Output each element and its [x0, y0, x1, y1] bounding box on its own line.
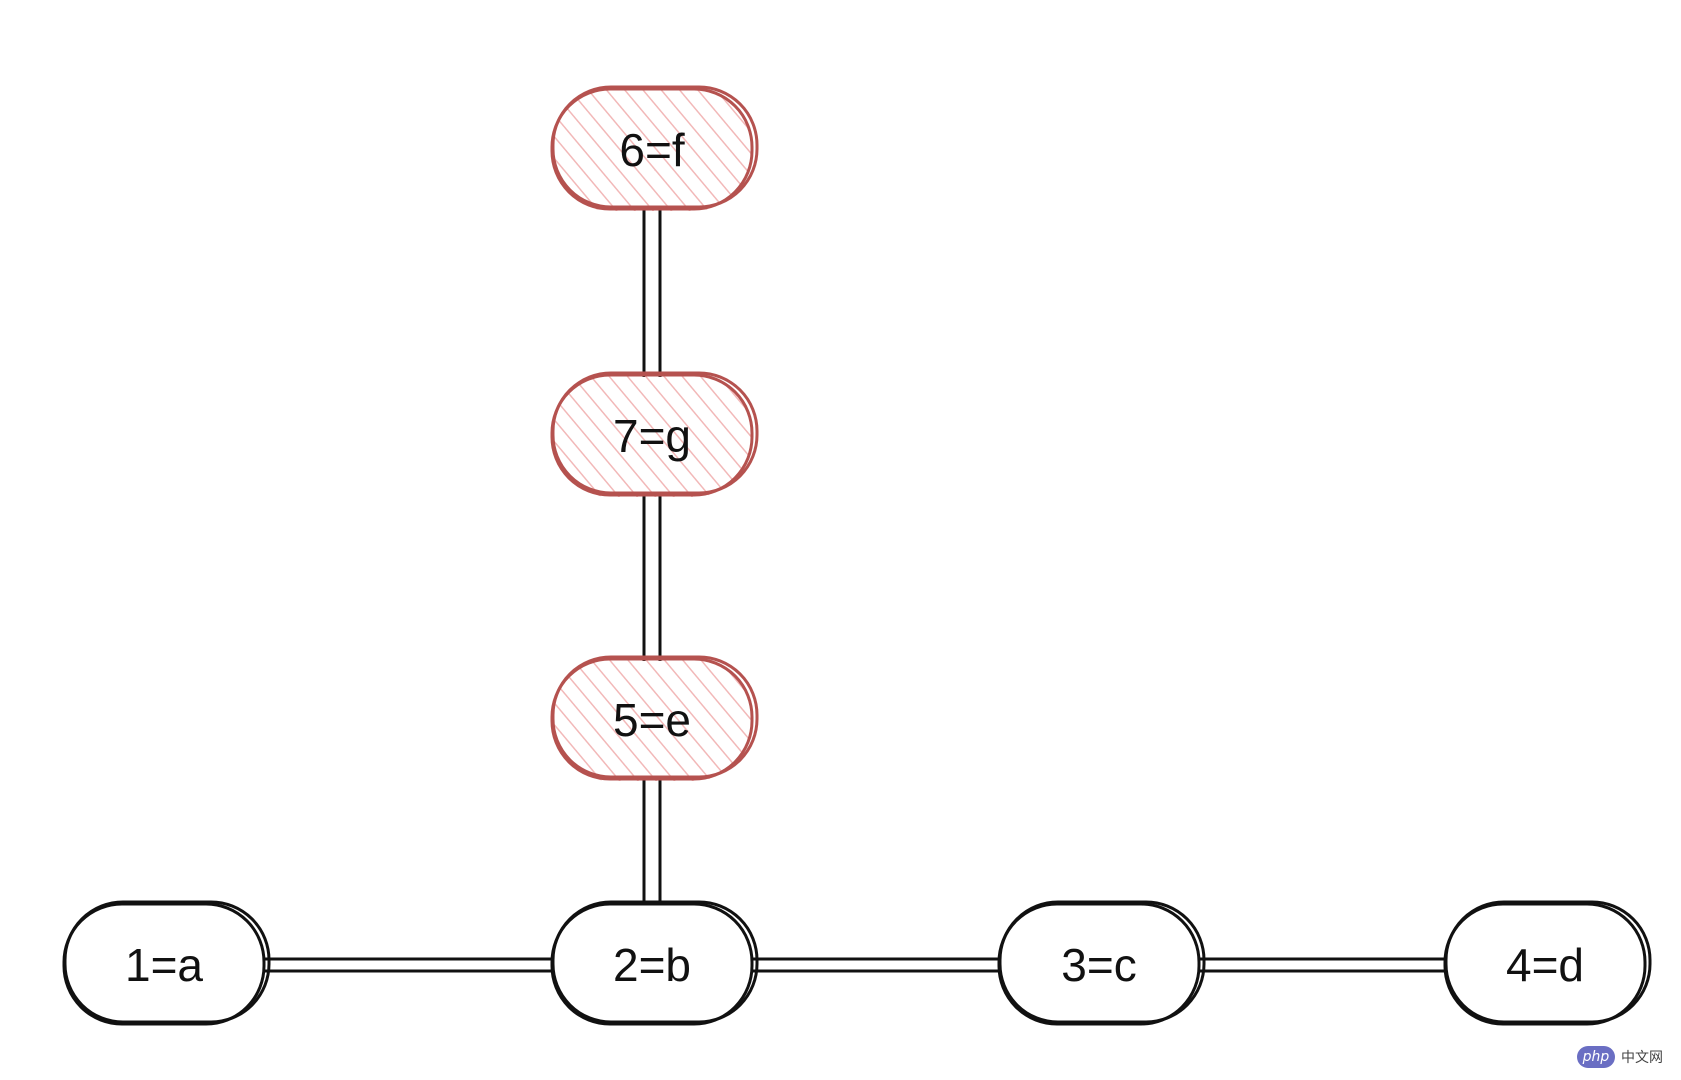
node-5=e: 5=e: [550, 655, 759, 781]
edge-n2-n3: [748, 957, 1003, 973]
node-label: 3=c: [1061, 939, 1136, 991]
node-label: 4=d: [1506, 939, 1584, 991]
watermark-text: 中文网: [1621, 1050, 1663, 1066]
edge-n3-n4: [1195, 957, 1449, 973]
node-label: 2=b: [613, 939, 691, 991]
node-label: 6=f: [619, 124, 684, 176]
node-label: 5=e: [613, 694, 691, 746]
node-label: 1=a: [125, 939, 203, 991]
edge-n2-n5: [642, 779, 662, 906]
node-2=b: 2=b: [550, 900, 759, 1026]
edges: [260, 209, 1449, 973]
nodes: 1=a 2=b 3=c 4=d 5=e 6=f 7=g: [62, 85, 1652, 1026]
node-4=d: 4=d: [1443, 900, 1652, 1026]
node-1=a: 1=a: [62, 900, 271, 1026]
node-3=c: 3=c: [997, 900, 1206, 1026]
edge-n1-n2: [260, 957, 556, 973]
node-6=f: 6=f: [550, 85, 759, 211]
site-watermark: php 中文网: [1577, 1046, 1663, 1068]
php-logo: php: [1577, 1046, 1615, 1068]
edge-n7-n6: [642, 209, 662, 377]
node-7=g: 7=g: [550, 371, 759, 497]
edge-n5-n7: [642, 495, 662, 661]
node-label: 7=g: [613, 410, 691, 462]
